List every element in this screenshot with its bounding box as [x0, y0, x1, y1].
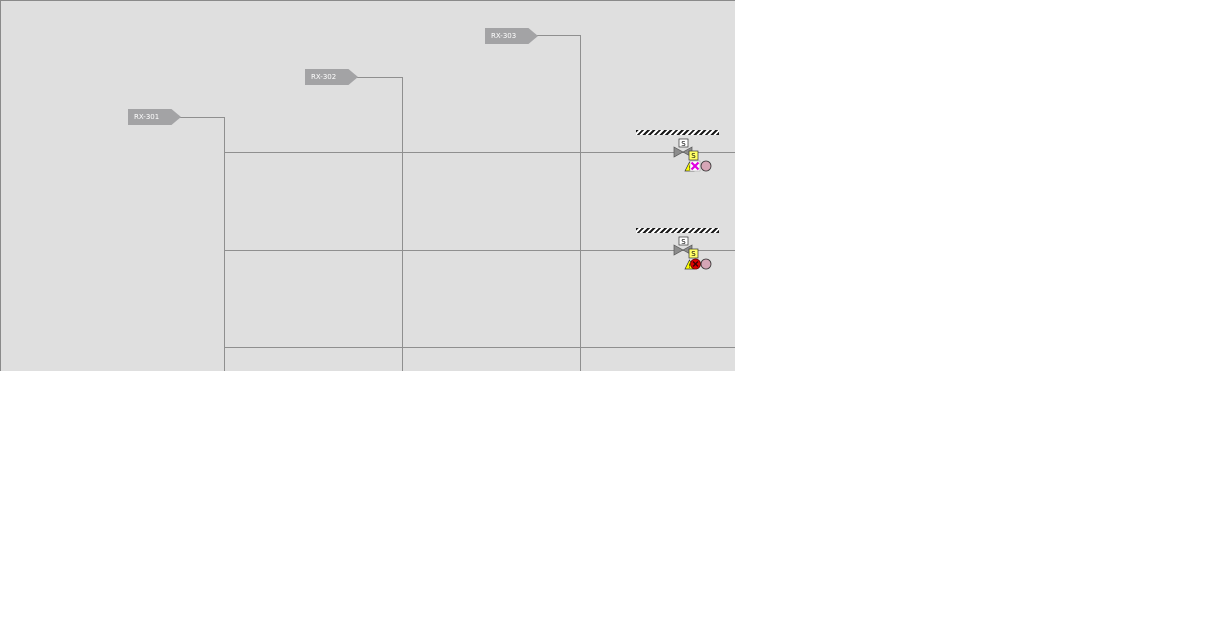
hatched-pipe-2: [636, 228, 719, 233]
svg-text:!: !: [688, 165, 690, 172]
reactor-tag-rx301[interactable]: RX-301: [128, 109, 181, 125]
process-line-3: [225, 347, 735, 348]
svg-text:S: S: [691, 152, 696, 160]
svg-text:S: S: [681, 140, 686, 148]
rx301-connector-line: [179, 117, 225, 118]
status-flag-icon: S: [688, 248, 699, 259]
rx302-connector-line: [357, 77, 403, 78]
neutral-circle-icon[interactable]: [700, 258, 712, 270]
process-line-1: [225, 152, 735, 153]
rx301-header-line: [224, 117, 225, 371]
valve-group-2[interactable]: S S !: [671, 236, 719, 277]
rx302-header-line: [402, 77, 403, 371]
cross-fault-icon[interactable]: [689, 160, 701, 172]
hatched-pipe-1: [636, 130, 719, 135]
rx303-connector-line: [535, 35, 581, 36]
svg-text:S: S: [681, 238, 686, 246]
valve-icon[interactable]: S: [673, 138, 693, 158]
reactor-tag-rx302[interactable]: RX-302: [305, 69, 358, 85]
reactor-tag-rx303[interactable]: RX-303: [485, 28, 538, 44]
rx303-header-line: [580, 35, 581, 371]
svg-text:S: S: [691, 250, 696, 258]
status-flag-icon: S: [688, 150, 699, 161]
valve-group-1[interactable]: S S !: [671, 138, 719, 179]
stop-alarm-icon[interactable]: [690, 258, 701, 270]
process-canvas: RX-301 RX-302 RX-303 S S !: [0, 0, 735, 371]
process-line-2: [225, 250, 735, 251]
svg-text:!: !: [688, 263, 690, 270]
neutral-circle-icon[interactable]: [700, 160, 712, 172]
